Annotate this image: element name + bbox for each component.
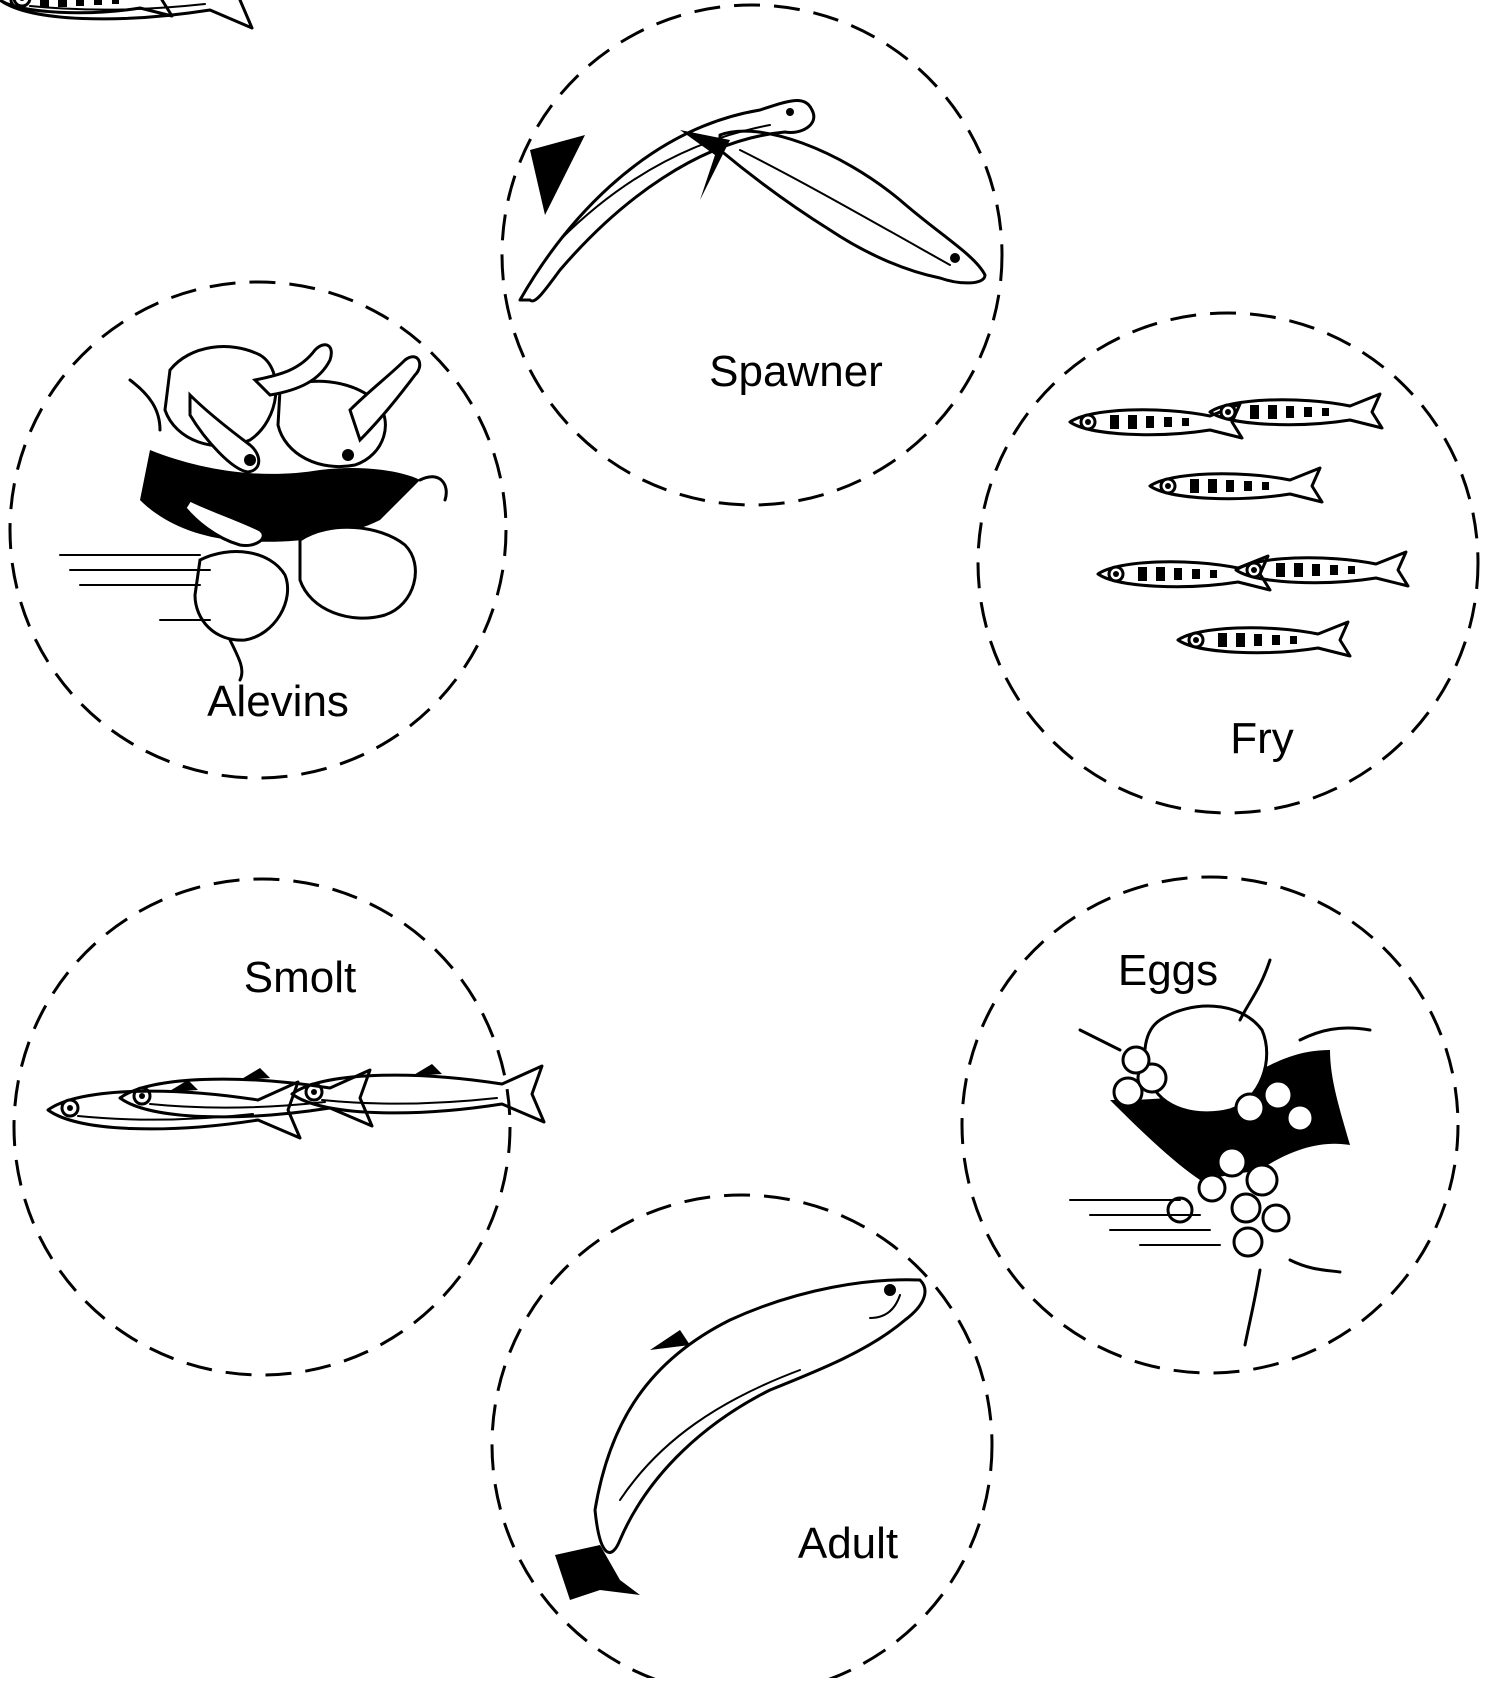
adult-label: Adult (798, 1519, 898, 1568)
spawning-salmon-pair-icon (520, 101, 985, 301)
stage-adult: Adult (492, 1195, 992, 1678)
adult-ring (492, 1195, 992, 1678)
spawner-ring (502, 5, 1002, 505)
alevins-in-gravel-icon (60, 345, 446, 680)
stage-spawner: Spawner (502, 5, 1002, 505)
eggs-in-gravel-icon (1070, 960, 1370, 1345)
eggs-label: Eggs (1118, 946, 1218, 995)
fry-ring (978, 313, 1478, 813)
stage-eggs: Eggs (962, 877, 1458, 1373)
smolt-label: Smolt (244, 953, 356, 1002)
spawner-label: Spawner (709, 347, 883, 396)
stage-alevins: Alevins (10, 282, 506, 778)
alevins-label: Alevins (207, 677, 349, 726)
fry-label: Fry (1230, 714, 1294, 763)
